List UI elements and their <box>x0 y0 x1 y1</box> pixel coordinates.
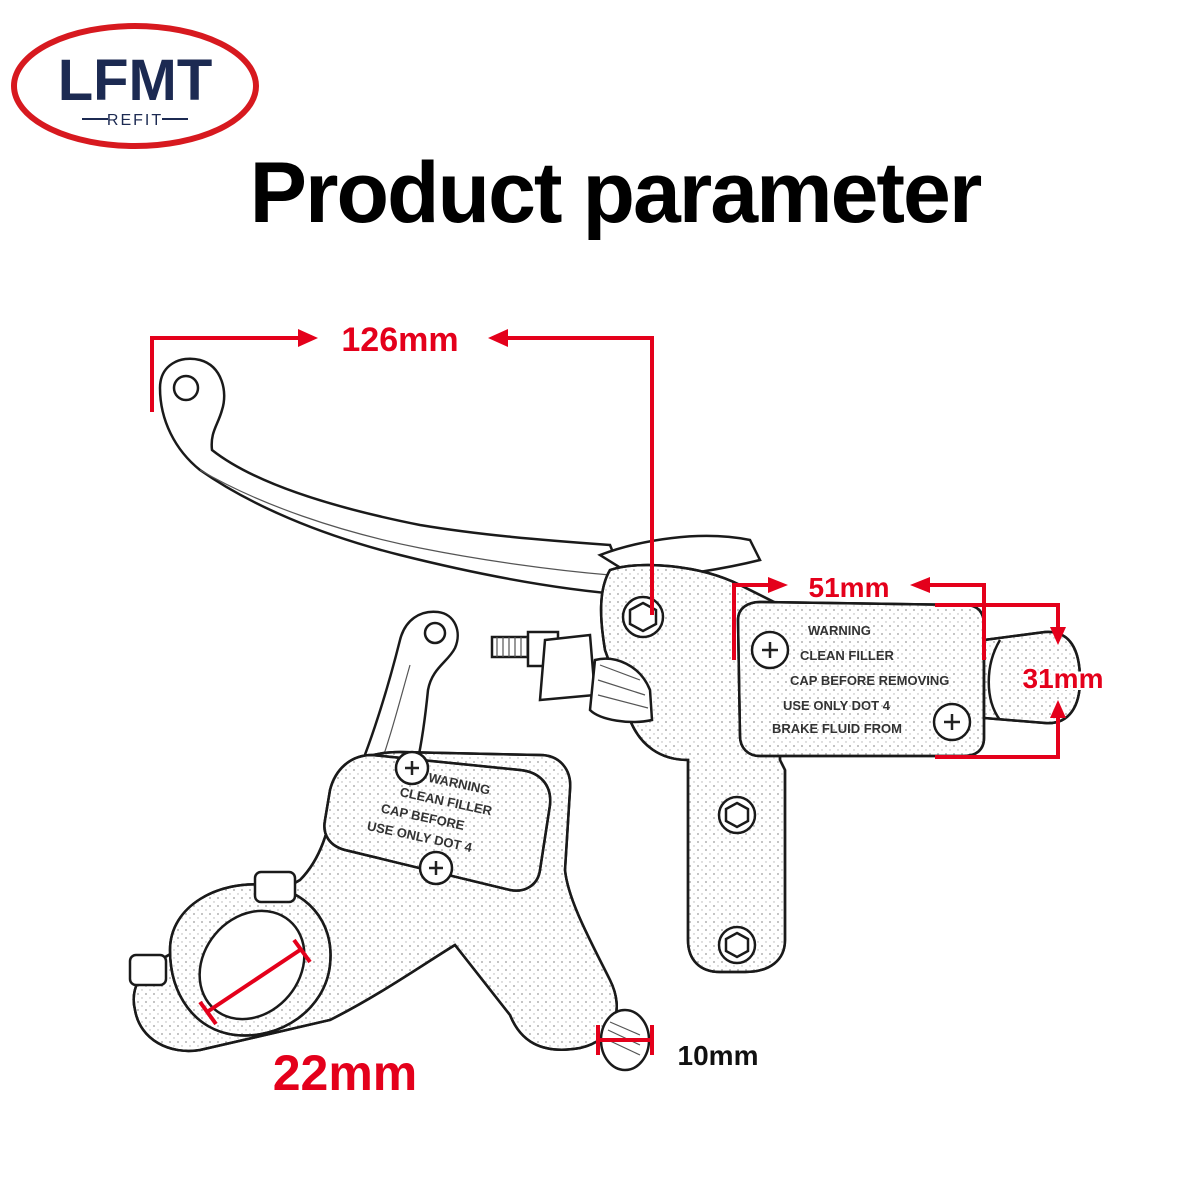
svg-text:BRAKE FLUID FROM: BRAKE FLUID FROM <box>772 721 902 736</box>
dimension-22mm: 22mm <box>198 938 419 1103</box>
right-master-cylinder: WARNING CLEAN FILLER CAP BEFORE REMOVING… <box>158 357 1082 974</box>
brake-lever <box>158 357 632 597</box>
dimension-label: 22mm <box>273 1045 418 1101</box>
svg-text:WARNING: WARNING <box>808 623 871 638</box>
brand-logo: LFMT REFIT <box>11 23 259 149</box>
rubber-boot <box>588 657 654 724</box>
adjuster-screw <box>490 635 534 659</box>
dimension-51mm: 51mm <box>732 570 986 660</box>
svg-text:USE ONLY DOT 4: USE ONLY DOT 4 <box>783 698 891 713</box>
logo-brand-text: LFMT <box>58 48 213 113</box>
page-title: Product parameter <box>249 145 983 241</box>
dimension-label: 51mm <box>809 572 890 603</box>
svg-text:CAP BEFORE REMOVING: CAP BEFORE REMOVING <box>790 673 949 688</box>
dimension-label: 10mm <box>678 1040 759 1071</box>
dimension-31mm: 31mm <box>935 603 1105 759</box>
brake-lever <box>347 610 459 792</box>
left-master-cylinder: WARNING CLEAN FILLER CAP BEFORE USE ONLY… <box>128 610 651 1072</box>
logo-ring <box>11 23 259 149</box>
svg-text:CLEAN FILLER: CLEAN FILLER <box>800 648 894 663</box>
bar-clamp-hole <box>198 909 306 1021</box>
clamp-bolt <box>128 953 168 987</box>
dimension-label: 31mm <box>1023 663 1104 694</box>
logo-tagline-text: REFIT <box>107 112 163 129</box>
warning-label-text: WARNING CLEAN FILLER CAP BEFORE REMOVING… <box>772 623 949 736</box>
clamp-bolt <box>253 870 297 904</box>
dimension-label: 126mm <box>341 321 458 359</box>
dimension-126mm: 126mm <box>150 319 654 615</box>
lever-tip-hole <box>172 374 200 402</box>
dimension-10mm: 10mm <box>596 1025 759 1071</box>
adjuster-block <box>538 633 597 702</box>
